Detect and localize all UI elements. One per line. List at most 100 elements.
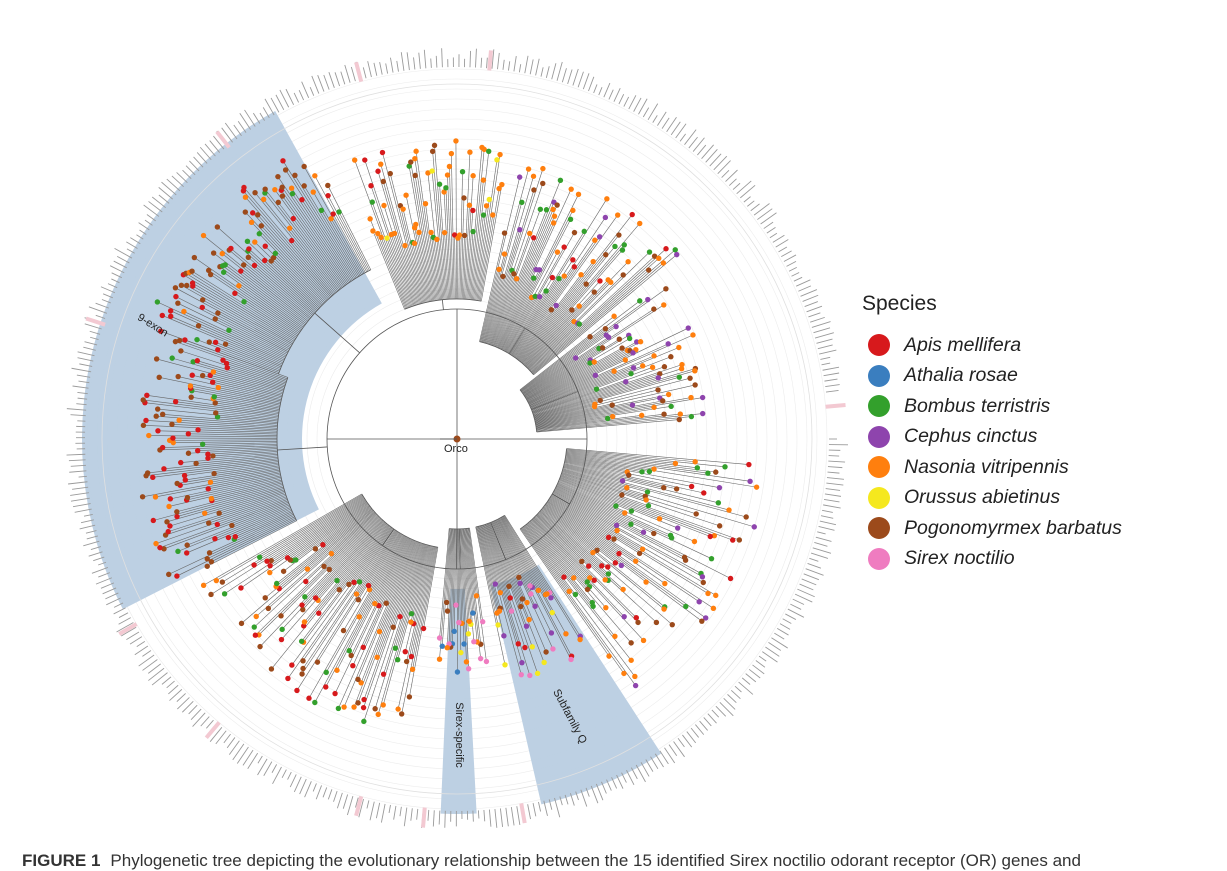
tip-point bbox=[395, 657, 400, 662]
tip-label bbox=[614, 88, 620, 102]
tip-point bbox=[370, 199, 375, 204]
tip-point bbox=[246, 255, 251, 260]
tip-point bbox=[568, 217, 573, 222]
tip-label bbox=[714, 156, 727, 170]
tip-point bbox=[290, 191, 295, 196]
tip-label bbox=[324, 75, 329, 90]
tip-point bbox=[462, 233, 467, 238]
tip-point bbox=[361, 719, 366, 724]
tip-label bbox=[530, 59, 533, 74]
tip-label bbox=[557, 62, 562, 81]
highlighted-tip-label bbox=[217, 132, 229, 148]
tip-label bbox=[433, 810, 434, 826]
tip-point bbox=[470, 173, 475, 178]
tip-point bbox=[205, 556, 210, 561]
tip-label bbox=[189, 705, 198, 714]
tip-point bbox=[519, 200, 524, 205]
tip-point bbox=[166, 529, 171, 534]
tip-label bbox=[757, 209, 772, 220]
legend-label: Cephus cinctus bbox=[904, 425, 1037, 448]
tip-label bbox=[735, 686, 741, 692]
tip-point bbox=[711, 606, 716, 611]
tip-point bbox=[413, 149, 418, 154]
tip-label bbox=[313, 783, 316, 791]
tip-point bbox=[141, 423, 146, 428]
tip-point bbox=[150, 475, 155, 480]
tip-point bbox=[440, 643, 445, 648]
tip-point bbox=[205, 564, 210, 569]
tip-label bbox=[162, 677, 171, 685]
tip-label bbox=[397, 61, 399, 72]
tip-label bbox=[528, 804, 531, 819]
branch bbox=[459, 235, 460, 299]
tip-point bbox=[213, 316, 218, 321]
tip-point bbox=[341, 704, 346, 709]
tip-label bbox=[680, 134, 686, 141]
tip-point bbox=[337, 587, 342, 592]
tip-point bbox=[143, 418, 148, 423]
tip-label bbox=[103, 588, 117, 594]
tip-label bbox=[822, 510, 833, 512]
tip-label bbox=[234, 125, 242, 136]
tip-label bbox=[702, 145, 714, 159]
tip-point bbox=[687, 375, 692, 380]
tip-label bbox=[776, 240, 789, 248]
branch bbox=[470, 149, 484, 299]
tip-point bbox=[429, 168, 434, 173]
tip-point bbox=[179, 283, 184, 288]
tip-label bbox=[380, 62, 383, 74]
tip-label bbox=[712, 710, 719, 717]
tip-label bbox=[442, 48, 443, 67]
tip-label bbox=[194, 157, 204, 167]
tip-label bbox=[773, 235, 785, 242]
legend-swatch bbox=[868, 487, 890, 509]
tip-point bbox=[486, 149, 491, 154]
tip-point bbox=[174, 481, 179, 486]
tip-point bbox=[229, 523, 234, 528]
tip-point bbox=[299, 197, 304, 202]
tip-point bbox=[279, 627, 284, 632]
tip-label bbox=[826, 483, 843, 485]
tip-point bbox=[175, 374, 180, 379]
tip-point bbox=[576, 303, 581, 308]
tip-point bbox=[640, 363, 645, 368]
tip-point bbox=[241, 262, 246, 267]
tip-label bbox=[807, 306, 822, 312]
tip-point bbox=[466, 619, 471, 624]
tip-label bbox=[780, 624, 790, 630]
tip-label bbox=[152, 673, 167, 685]
tip-point bbox=[578, 272, 583, 277]
tip-label bbox=[318, 75, 324, 91]
tip-point bbox=[470, 229, 475, 234]
tip-point bbox=[623, 379, 628, 384]
tip-point bbox=[603, 215, 608, 220]
highlighted-tip-label bbox=[356, 62, 361, 81]
tip-label bbox=[148, 668, 164, 680]
tip-point bbox=[570, 208, 575, 213]
tip-label bbox=[802, 579, 817, 585]
tip-point bbox=[201, 583, 206, 588]
tip-label bbox=[114, 261, 127, 268]
tip-point bbox=[621, 614, 626, 619]
tip-label bbox=[484, 810, 485, 821]
tip-point bbox=[243, 209, 248, 214]
branch bbox=[455, 235, 456, 299]
tip-point bbox=[481, 177, 486, 182]
tip-label bbox=[72, 368, 92, 372]
tip-point bbox=[263, 595, 268, 600]
tip-point bbox=[334, 668, 339, 673]
tip-point bbox=[174, 509, 179, 514]
branch bbox=[485, 176, 534, 343]
tip-label bbox=[119, 618, 131, 625]
tip-point bbox=[598, 398, 603, 403]
tip-point bbox=[341, 628, 346, 633]
tip-point bbox=[597, 234, 602, 239]
tip-point bbox=[643, 579, 648, 584]
tip-point bbox=[519, 672, 524, 677]
tip-point bbox=[590, 550, 595, 555]
tip-point bbox=[666, 341, 671, 346]
tip-point bbox=[496, 267, 501, 272]
tip-point bbox=[177, 338, 182, 343]
tip-point bbox=[694, 511, 699, 516]
tip-point bbox=[392, 231, 397, 236]
